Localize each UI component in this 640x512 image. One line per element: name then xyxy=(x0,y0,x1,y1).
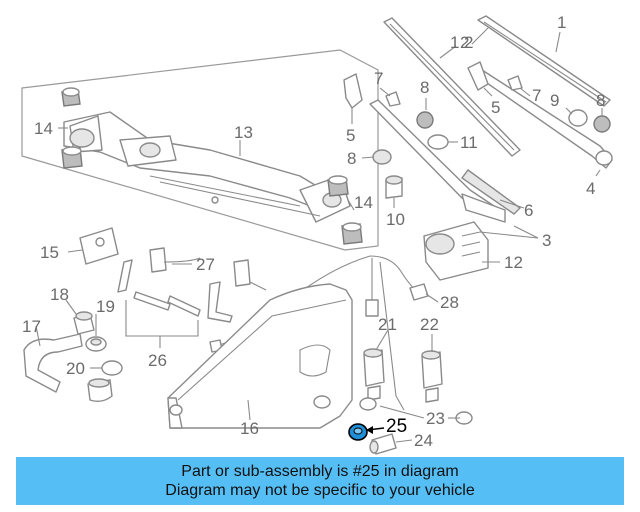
callout-1-right: 1 xyxy=(557,13,566,32)
nut-center xyxy=(372,149,392,165)
washer-nozzles xyxy=(117,247,267,348)
callout-12: 12 xyxy=(504,253,523,272)
callout-9: 9 xyxy=(550,91,559,110)
callout-27: 27 xyxy=(196,255,215,274)
clip-right xyxy=(507,75,523,91)
arm-cap-left xyxy=(343,73,363,109)
info-banner: Part or sub-assembly is #25 in diagram D… xyxy=(16,457,624,505)
callout-25: 25 xyxy=(386,416,407,437)
callout-16: 16 xyxy=(240,419,259,438)
plug-18 xyxy=(73,311,95,335)
callout-13: 13 xyxy=(234,123,253,142)
callout-7-left: 7 xyxy=(374,69,383,88)
callout-11: 11 xyxy=(460,133,478,152)
wiper-arm-right xyxy=(473,69,613,169)
banner-line-1: Part or sub-assembly is #25 in diagram xyxy=(181,463,459,480)
callout-19: 19 xyxy=(96,297,115,316)
filler-cap xyxy=(87,378,113,403)
callout-18: 18 xyxy=(50,285,69,304)
callout-20: 20 xyxy=(66,359,85,378)
callout-14-left: 14 xyxy=(34,119,53,138)
callout-15: 15 xyxy=(40,243,59,262)
callout-8-right: 8 xyxy=(596,91,605,110)
wiper-linkage-assembly xyxy=(21,49,379,251)
nut-right xyxy=(593,115,611,133)
wiper-arm-spoiler xyxy=(461,169,522,215)
callout-14-right: 14 xyxy=(354,193,373,212)
callout-23: 23 xyxy=(426,409,445,428)
filler-neck-17 xyxy=(23,333,83,393)
banner-line-2: Diagram may not be specific to your vehi… xyxy=(165,482,475,499)
leader-lines xyxy=(35,27,603,443)
callout-10: 10 xyxy=(386,210,405,229)
callout-labels: 1 1 2 2 3 4 5 5 6 7 7 8 8 8 9 10 11 12 1… xyxy=(22,13,605,450)
bracket-15 xyxy=(79,227,119,265)
arm-cap-right xyxy=(467,61,489,91)
parts-diagram: 1 1 2 2 3 4 5 5 6 7 7 8 8 8 9 10 11 12 1… xyxy=(21,13,613,455)
grommet-right xyxy=(327,175,363,245)
grommet-19 xyxy=(85,336,107,352)
callout-17: 17 xyxy=(22,317,41,336)
bushing-10 xyxy=(385,175,403,199)
cap-9 xyxy=(568,109,588,127)
nut-upper xyxy=(416,111,434,129)
level-sensor-24 xyxy=(369,433,397,455)
callout-2-left: 2 xyxy=(464,33,473,52)
callout-24: 24 xyxy=(414,431,433,450)
callout-6: 6 xyxy=(524,201,533,220)
callout-5-right: 5 xyxy=(491,98,500,117)
callout-7-right: 7 xyxy=(532,86,541,105)
grommet-left xyxy=(61,87,83,169)
callout-1-left: 1 xyxy=(450,33,459,52)
washer-hose xyxy=(209,255,429,411)
washer-pump-21 xyxy=(363,348,385,401)
callout-8-center: 8 xyxy=(347,149,356,168)
callout-4: 4 xyxy=(586,179,595,198)
callout-22: 22 xyxy=(420,315,439,334)
callout-28: 28 xyxy=(440,293,459,312)
callout-8-top: 8 xyxy=(420,78,429,97)
cap-20 xyxy=(101,360,123,376)
washer-reservoir xyxy=(167,283,353,429)
callout-2-upper: 2 xyxy=(460,33,469,52)
callout-21: 21 xyxy=(378,315,397,334)
callout-3: 3 xyxy=(542,231,551,250)
highlighted-part-25 xyxy=(348,423,385,441)
grommet-23 xyxy=(359,397,473,425)
seal-11 xyxy=(427,134,449,150)
callout-5-left: 5 xyxy=(346,126,355,145)
wiper-blade-left xyxy=(383,17,521,157)
wiper-motor xyxy=(423,221,489,281)
wiper-blade-right xyxy=(477,15,611,107)
callout-26: 26 xyxy=(148,351,167,370)
wiper-arm-left xyxy=(369,99,506,223)
washer-pump-22 xyxy=(421,350,443,403)
